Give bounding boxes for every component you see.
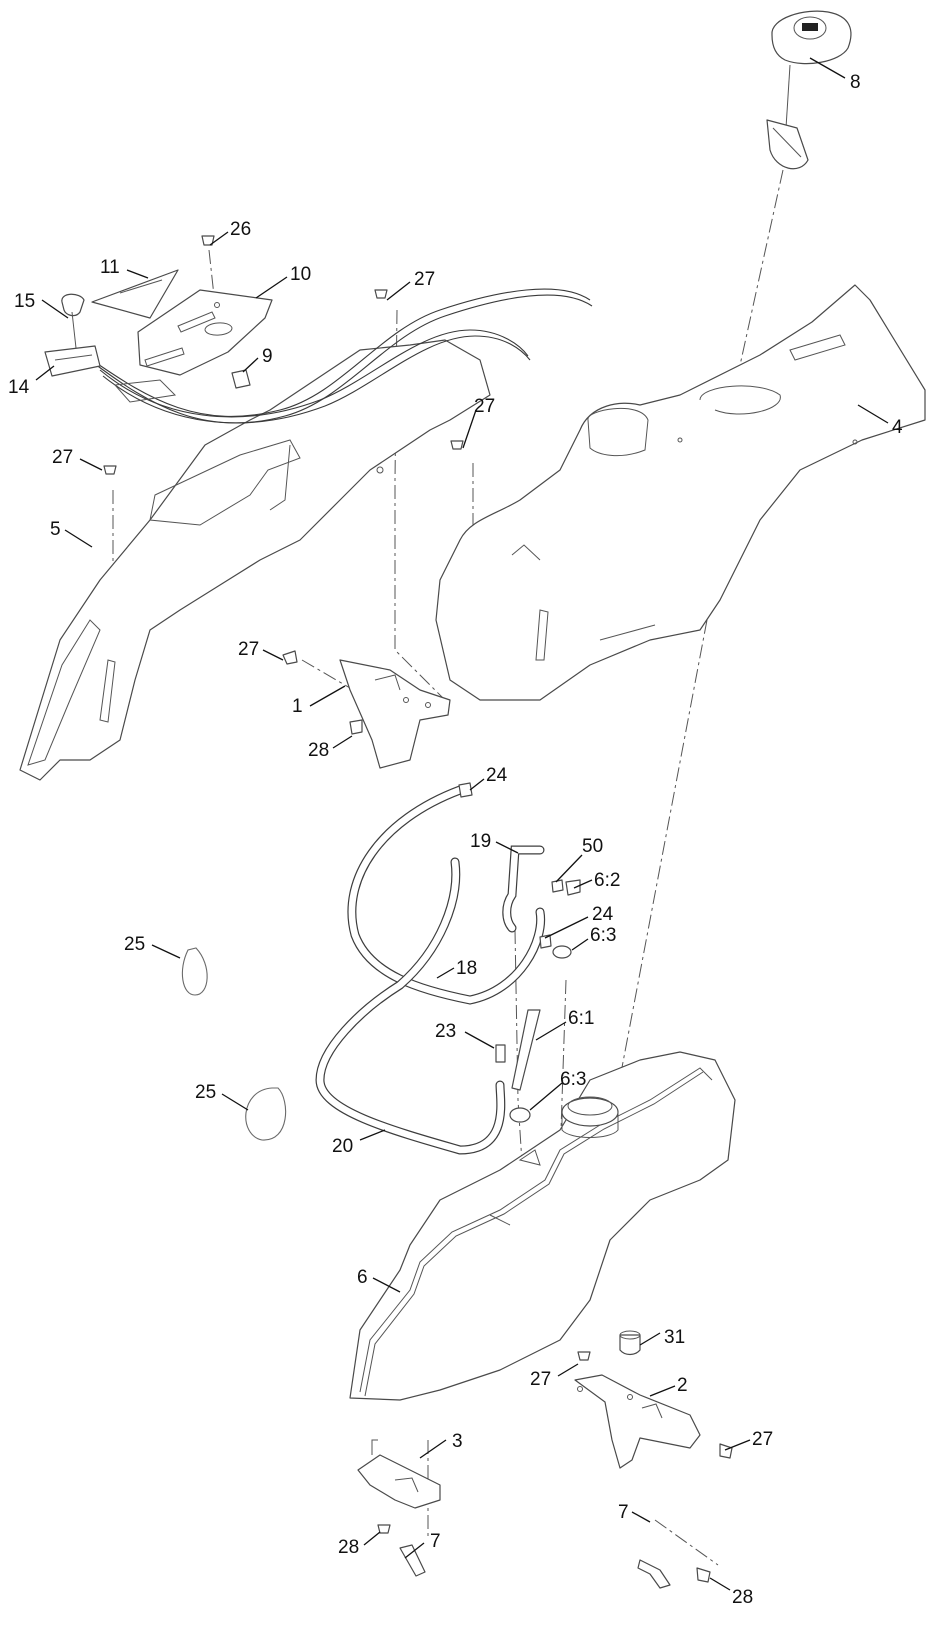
callout-9: 9 — [262, 346, 273, 367]
callout-14: 14 — [8, 377, 30, 398]
callout-6-1: 6:1 — [568, 1008, 594, 1029]
callout-7: 7 — [618, 1502, 629, 1523]
lower-fuel-tank — [349, 1051, 736, 1401]
tank-straps — [399, 1544, 671, 1589]
callout-7: 7 — [430, 1531, 441, 1552]
callout-25: 25 — [124, 934, 145, 955]
callout-31: 31 — [664, 1327, 685, 1348]
callout-2: 2 — [677, 1375, 688, 1396]
callout-27: 27 — [238, 639, 259, 660]
callout-5: 5 — [50, 519, 61, 540]
callout-28: 28 — [338, 1537, 359, 1558]
callout-24: 24 — [592, 904, 614, 925]
fittings — [458, 782, 581, 1123]
screws — [103, 235, 733, 1583]
callout-26: 26 — [230, 219, 251, 240]
callout-3: 3 — [452, 1431, 463, 1452]
left-shroud — [19, 339, 491, 781]
callout-6-3: 6:3 — [560, 1069, 586, 1090]
callout-27: 27 — [752, 1429, 773, 1450]
callout-28: 28 — [732, 1587, 753, 1608]
tank-bracket — [339, 659, 451, 769]
leader-lines — [35, 57, 889, 1591]
upper-tank-shell — [435, 284, 926, 701]
decal — [91, 269, 179, 319]
callout-27: 27 — [530, 1369, 551, 1390]
callout-15: 15 — [14, 291, 35, 312]
callout-10: 10 — [290, 264, 311, 285]
callout-27: 27 — [52, 447, 73, 468]
callout-25: 25 — [195, 1082, 216, 1103]
callout-27: 27 — [474, 396, 495, 417]
callout-50: 50 — [582, 836, 603, 857]
control-panel — [113, 289, 273, 403]
fuel-cap — [766, 10, 852, 170]
callout-6-2: 6:2 — [594, 870, 620, 891]
hose-clamps — [181, 947, 287, 1141]
callout-6-3: 6:3 — [590, 925, 616, 946]
callout-19: 19 — [470, 831, 491, 852]
callout-4: 4 — [892, 417, 903, 438]
throttle-lever — [44, 293, 101, 377]
cable-clip — [231, 369, 251, 389]
callout-24: 24 — [486, 765, 508, 786]
callout-1: 1 — [292, 696, 303, 717]
callout-11: 11 — [100, 257, 120, 278]
small-bracket — [357, 1439, 441, 1509]
throttle-cables — [91, 288, 593, 424]
callout-labels: 8 26 11 10 15 27 9 14 27 4 27 5 27 1 28 … — [8, 72, 903, 1608]
rubber-bumper — [619, 1330, 641, 1356]
callout-18: 18 — [456, 958, 477, 979]
rear-bracket — [574, 1374, 701, 1469]
callout-28: 28 — [308, 740, 329, 761]
hoses — [315, 785, 546, 1155]
callout-23: 23 — [435, 1021, 456, 1042]
callout-27: 27 — [414, 269, 435, 290]
callout-20: 20 — [332, 1136, 353, 1157]
callout-8: 8 — [850, 72, 861, 93]
callout-6: 6 — [357, 1267, 368, 1288]
